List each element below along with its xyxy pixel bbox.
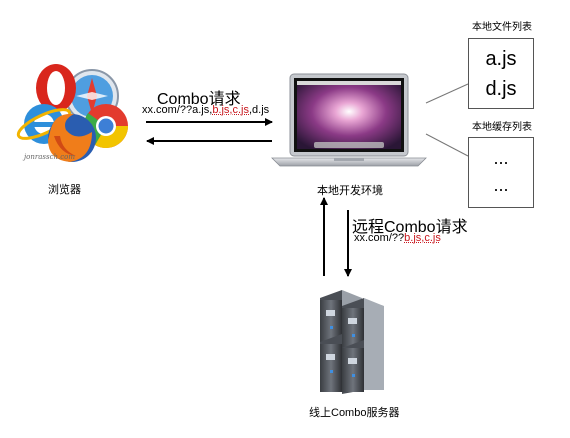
browser-icons — [14, 62, 134, 172]
cache-list-label: 本地缓存列表 — [472, 122, 532, 133]
combo-url-prefix: xx.com/??a.js, — [142, 104, 213, 116]
browser-label: 浏览器 — [48, 184, 81, 196]
combo-url-suffix: ,d.js — [249, 104, 270, 116]
file-item: a.js — [485, 48, 517, 70]
combo-request-title: Combo请求 — [157, 91, 241, 108]
server-label: 线上Combo服务器 — [309, 407, 400, 419]
file-list-connector — [425, 83, 469, 104]
cache-item: ... — [493, 175, 509, 195]
remote-request-url: xx.com/??b.js,c.js — [354, 232, 441, 244]
remote-url-highlight: b.js,c.js — [404, 232, 441, 244]
file-list-label: 本地文件列表 — [472, 22, 532, 33]
laptop-icon — [268, 70, 430, 170]
remote-url-prefix: xx.com/?? — [354, 232, 405, 244]
firefox-icon — [48, 113, 96, 162]
cache-list-connector — [425, 133, 469, 157]
combo-request-url: xx.com/??a.js,b.js,c.js,d.js — [142, 104, 269, 116]
cache-item: ... — [493, 148, 509, 168]
ie-icon — [16, 104, 72, 144]
file-list-box: a.js d.js — [468, 38, 534, 109]
laptop-label: 本地开发环境 — [317, 185, 383, 197]
browser-watermark: jonrassch.com — [24, 153, 76, 161]
cache-list-box: ... ... — [468, 137, 534, 208]
file-item: d.js — [485, 78, 517, 100]
server-icon — [312, 286, 388, 394]
remote-request-title: 远程Combo请求 — [352, 219, 468, 236]
opera-icon — [36, 64, 76, 112]
combo-url-highlight: b.js,c.js — [212, 104, 249, 116]
